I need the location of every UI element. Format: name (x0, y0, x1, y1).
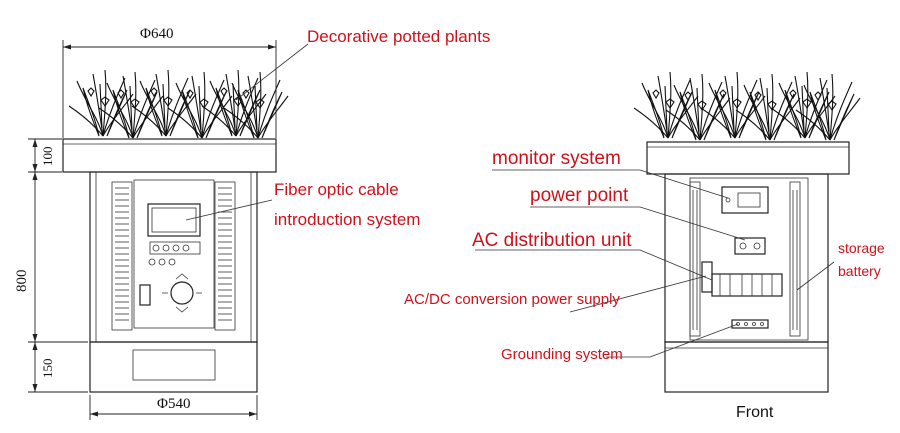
left-body (89, 171, 258, 343)
label-fiber-line2: introduction system (274, 210, 421, 229)
power-point-unit (734, 237, 766, 255)
grounding-bar (731, 319, 769, 329)
left-fiber-box (147, 203, 201, 237)
dim-top-width: Φ640 (140, 26, 174, 42)
left-equipment-panel (133, 179, 215, 329)
left-base (89, 341, 258, 393)
dim-planter-height: 100 (40, 146, 55, 167)
left-vent-grilles (111, 181, 236, 331)
label-decorative-plants: Decorative potted plants (307, 27, 491, 46)
label-acdc-supply: AC/DC conversion power supply (404, 291, 620, 308)
ac-distribution-breakers (711, 273, 783, 297)
right-body (664, 173, 829, 343)
dim-body-height: 800 (14, 269, 30, 293)
label-monitor-system: monitor system (492, 148, 621, 169)
caption-front: Front (736, 404, 774, 421)
left-cabinet (62, 69, 289, 393)
right-base (664, 341, 829, 393)
label-ac-distribution: AC distribution unit (472, 230, 632, 251)
label-storage-line2: battery (838, 263, 881, 279)
dim-bottom-width: Φ540 (157, 396, 191, 412)
label-storage-line1: storage (838, 240, 885, 256)
label-power-point: power point (530, 185, 629, 206)
label-grounding-system: Grounding system (501, 346, 623, 363)
left-dimensions (28, 40, 277, 420)
right-cabinet (633, 71, 861, 393)
right-plants (633, 71, 861, 141)
dim-base-height: 150 (40, 358, 55, 379)
left-plants (68, 69, 289, 139)
label-fiber-line1: Fiber optic cable (274, 180, 399, 199)
monitor-unit (721, 186, 769, 214)
leader-lines (185, 43, 835, 358)
